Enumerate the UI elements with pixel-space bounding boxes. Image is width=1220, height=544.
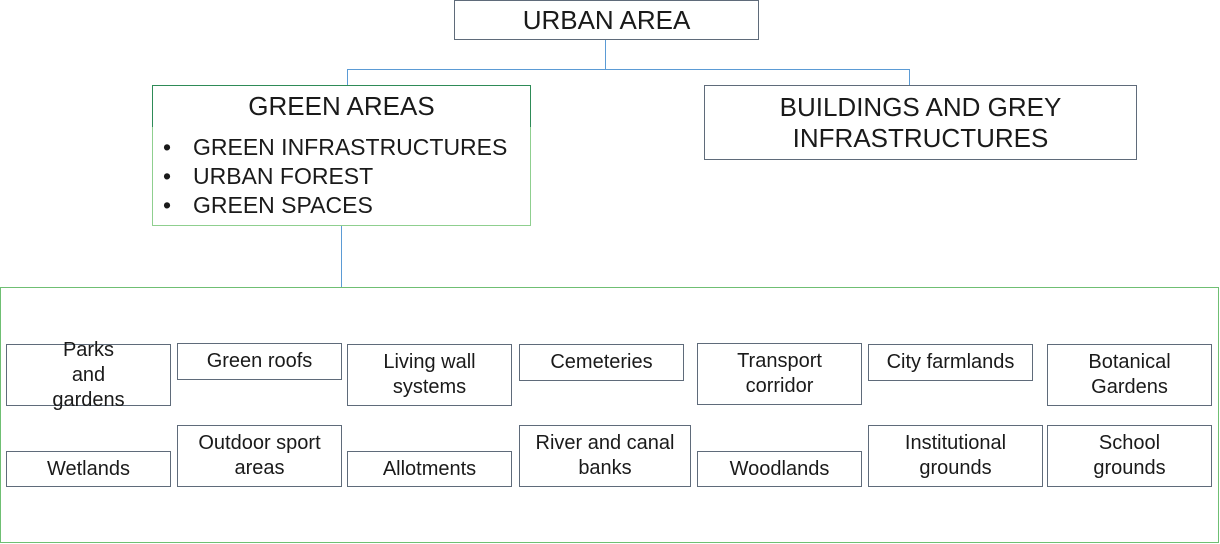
category-river-canal: River and canal banks xyxy=(519,425,691,487)
connector-horizontal xyxy=(347,69,910,70)
category-city-farmlands: City farmlands xyxy=(868,344,1033,381)
category-woodlands: Woodlands xyxy=(697,451,862,487)
category-outdoor-sport: Outdoor sport areas xyxy=(177,425,342,487)
urban-area-label: URBAN AREA xyxy=(522,4,691,35)
buildings-grey-node: BUILDINGS AND GREY INFRASTRUCTURES xyxy=(704,85,1137,160)
bullet-icon: • xyxy=(163,134,172,160)
category-transport-corridor: Transport corridor xyxy=(697,343,862,405)
category-green-roofs: Green roofs xyxy=(177,343,342,380)
bullet-icon: • xyxy=(163,163,172,189)
category-institutional-grounds: Institutional grounds xyxy=(868,425,1043,487)
urban-area-node: URBAN AREA xyxy=(454,0,759,40)
connector-left-down xyxy=(347,69,348,86)
green-categories-frame xyxy=(0,287,1219,543)
category-cemeteries: Cemeteries xyxy=(519,344,684,381)
category-school-grounds: School grounds xyxy=(1047,425,1212,487)
list-item: •URBAN FOREST xyxy=(163,163,374,189)
connector-right-down xyxy=(909,69,910,86)
bullet-icon: • xyxy=(163,192,172,218)
connector-root-down xyxy=(605,40,606,70)
category-living-wall: Living wall systems xyxy=(347,344,512,406)
category-parks-gardens: Parks and gardens xyxy=(6,339,171,411)
green-areas-node: GREEN AREAS xyxy=(152,85,531,128)
green-areas-list: •GREEN INFRASTRUCTURES •URBAN FOREST •GR… xyxy=(152,127,531,226)
green-areas-label: GREEN AREAS xyxy=(248,91,435,122)
buildings-grey-label: BUILDINGS AND GREY INFRASTRUCTURES xyxy=(779,91,1062,153)
category-botanical-gardens: Botanical Gardens xyxy=(1047,344,1212,406)
list-item: •GREEN INFRASTRUCTURES xyxy=(163,134,508,160)
list-item: •GREEN SPACES xyxy=(163,192,373,218)
category-wetlands: Wetlands xyxy=(6,451,171,487)
category-allotments: Allotments xyxy=(347,451,512,487)
connector-green-to-frame xyxy=(341,226,342,288)
